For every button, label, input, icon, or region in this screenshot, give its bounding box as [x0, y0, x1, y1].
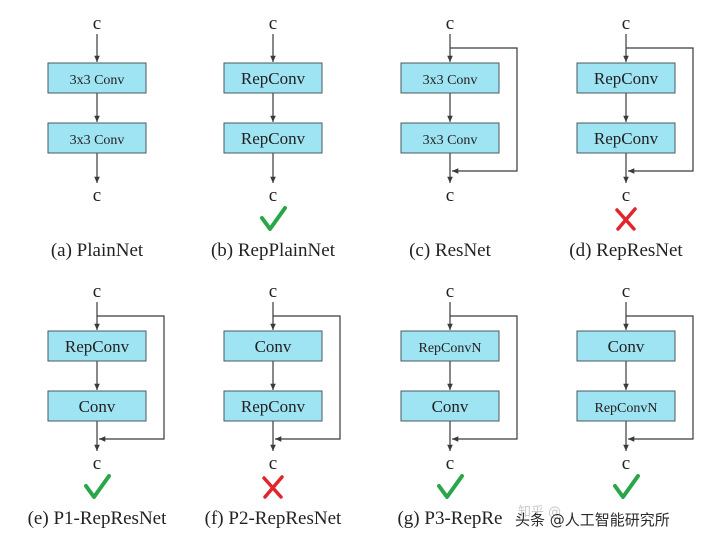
diagram-caption: (g) P3-RepRe: [397, 508, 502, 529]
conv-box-label: Conv: [432, 397, 469, 416]
conv-box-label: 3x3 Conv: [70, 133, 125, 148]
residual-connection: [273, 315, 341, 442]
conv-box: [47, 330, 147, 362]
conv-box: [47, 390, 147, 422]
conv-box-label: RepConv: [65, 337, 130, 356]
diagram-a: c 3x3 Conv 3x3 Conv c (a) PlainNet: [47, 13, 147, 261]
output-label: c: [93, 185, 101, 206]
input-label: c: [269, 13, 277, 34]
residual-connection: [626, 315, 694, 442]
output-label: c: [622, 185, 630, 206]
input-label: c: [93, 281, 101, 302]
conv-box-label: RepConv: [241, 397, 306, 416]
input-label: c: [622, 281, 630, 302]
input-label: c: [446, 13, 454, 34]
diagram-caption: (c) ResNet: [409, 240, 491, 261]
diagram-c: c 3x3 Conv 3x3 Conv c (c) ResNet: [400, 13, 518, 261]
conv-box-label: RepConv: [241, 129, 306, 148]
residual-connection: [450, 47, 518, 174]
conv-box-label: RepConvN: [595, 401, 658, 416]
output-label: c: [93, 453, 101, 474]
conv-box: [223, 390, 323, 422]
diagram-caption: (e) P1-RepResNet: [28, 508, 167, 529]
diagram-caption: (a) PlainNet: [51, 240, 144, 261]
conv-box: [400, 62, 500, 94]
conv-box: [47, 122, 147, 154]
conv-box-label: Conv: [255, 337, 292, 356]
conv-box-label: RepConv: [594, 69, 659, 88]
watermark: 头条 @人工智能研究所: [515, 510, 670, 529]
diagram-caption: (d) RepResNet: [569, 240, 683, 261]
conv-box: [576, 330, 676, 362]
conv-box: [400, 330, 500, 362]
check-icon: [260, 206, 287, 231]
input-label: c: [446, 281, 454, 302]
conv-box: [223, 330, 323, 362]
conv-box: [576, 390, 676, 422]
conv-box: [223, 62, 323, 94]
conv-box-label: RepConv: [594, 129, 659, 148]
cross-icon: [262, 475, 284, 499]
diagram-caption: (b) RepPlainNet: [211, 240, 336, 261]
output-label: c: [446, 453, 454, 474]
conv-box-label: RepConv: [241, 69, 306, 88]
output-label: c: [622, 453, 630, 474]
conv-box-label: Conv: [608, 337, 645, 356]
residual-connection: [626, 47, 694, 174]
input-label: c: [622, 13, 630, 34]
conv-box: [47, 62, 147, 94]
output-label: c: [269, 185, 277, 206]
conv-box: [400, 390, 500, 422]
output-label: c: [269, 453, 277, 474]
cross-icon: [615, 207, 637, 231]
conv-box-label: 3x3 Conv: [423, 133, 478, 148]
conv-box: [576, 122, 676, 154]
input-label: c: [93, 13, 101, 34]
conv-box: [576, 62, 676, 94]
conv-box-label: RepConvN: [419, 341, 482, 356]
residual-connection: [97, 315, 165, 442]
input-label: c: [269, 281, 277, 302]
residual-connection: [450, 315, 518, 442]
output-label: c: [446, 185, 454, 206]
conv-box: [400, 122, 500, 154]
conv-box: [223, 122, 323, 154]
diagram-caption: (f) P2-RepResNet: [205, 508, 342, 529]
watermark-ghost: 知乎 @: [518, 505, 562, 520]
check-icon: [437, 474, 464, 499]
check-icon: [613, 474, 640, 499]
check-icon: [84, 474, 111, 499]
conv-box-label: Conv: [79, 397, 116, 416]
conv-box-label: 3x3 Conv: [70, 73, 125, 88]
conv-box-label: 3x3 Conv: [423, 73, 478, 88]
